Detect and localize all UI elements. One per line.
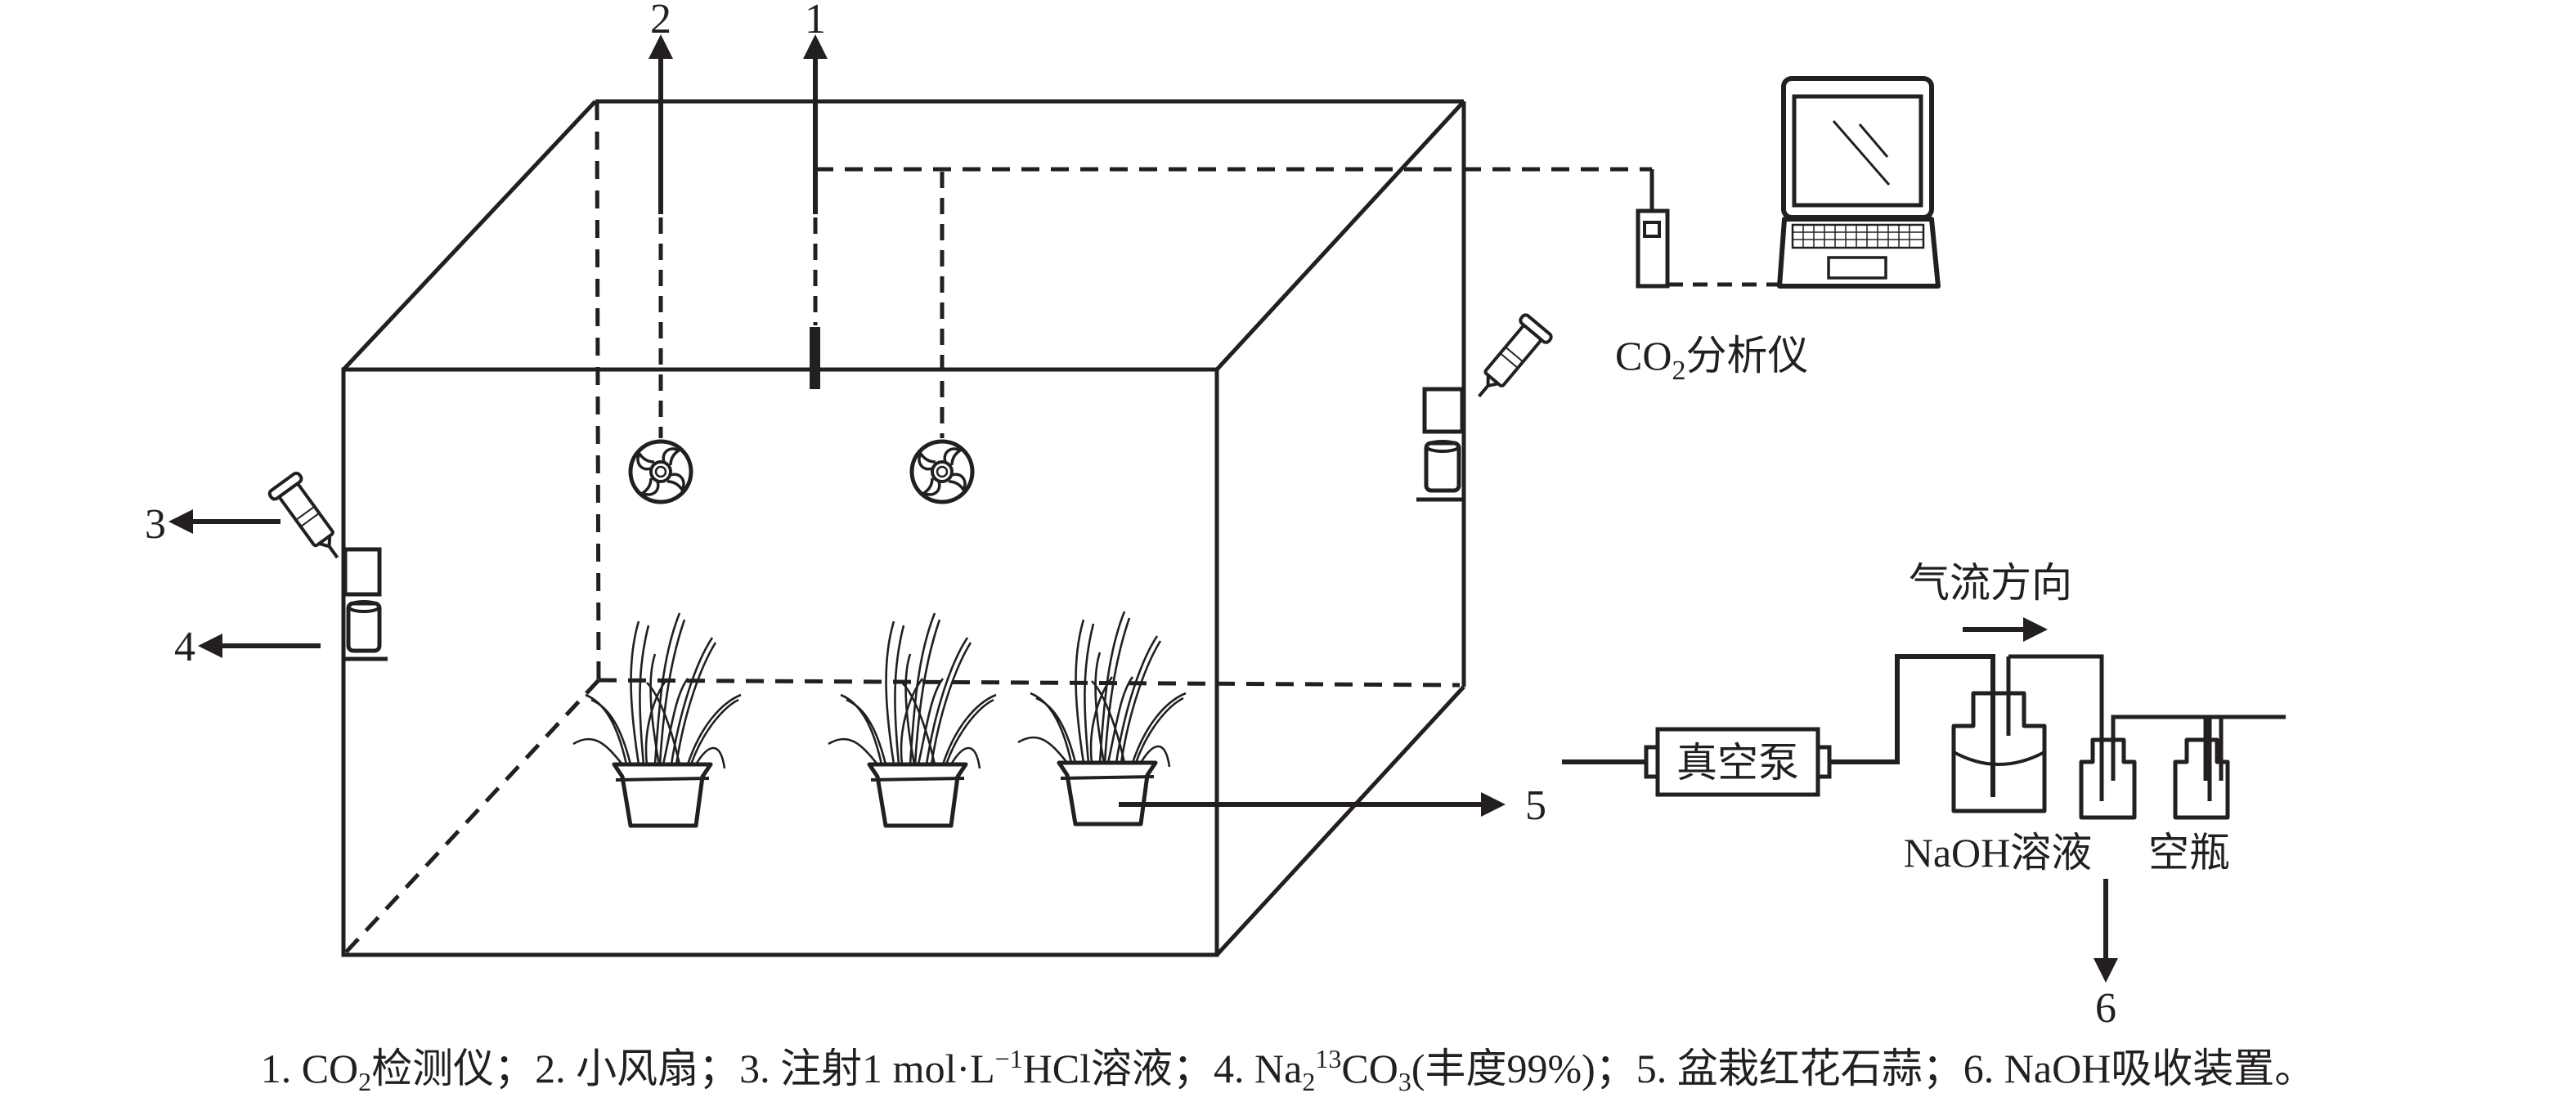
- figure-caption: 1. CO2检测仪；2. 小风扇；3. 注射1 mol·L−1HCl溶液；4. …: [261, 1044, 2316, 1096]
- empty-bottle: [2079, 737, 2137, 820]
- callout-6: 6: [2095, 985, 2116, 1032]
- co2-analyzer: CO2分析仪: [1615, 169, 1808, 386]
- chamber-hidden-edges: [342, 101, 1461, 956]
- callout-5: 5: [1525, 782, 1546, 829]
- syringe-icon: [268, 472, 352, 568]
- airflow-label: 气流方向: [1909, 560, 2072, 606]
- sensor-probe: [810, 327, 820, 389]
- potted-plant: [828, 613, 996, 826]
- growth-chamber: [341, 99, 1466, 957]
- laptop-icon: [1777, 76, 1941, 289]
- potted-plants: 5: [573, 611, 1546, 829]
- empty-bottle: [2173, 737, 2230, 820]
- vacuum-pump: 真空泵: [1644, 727, 1832, 797]
- left-injection-port: 3 4: [145, 472, 388, 670]
- fan-right: [912, 172, 972, 502]
- analyzer-label: CO2分析仪: [1615, 333, 1808, 386]
- potted-plant: [1018, 611, 1186, 824]
- naoh-bottle-label: NaOH溶液: [1904, 830, 2093, 876]
- fan-icon: [912, 441, 972, 502]
- callout-2: 2: [650, 0, 671, 43]
- syringe-icon: [1463, 311, 1555, 410]
- callout-3: 3: [145, 501, 166, 548]
- naoh-bottle: NaOH溶液: [1904, 656, 2093, 876]
- callout-4: 4: [174, 624, 195, 670]
- naoh-absorption-apparatus: 真空泵 NaOH溶液 空瓶 气流方向 6: [1562, 560, 2286, 1032]
- right-injection-port: [1416, 311, 1555, 502]
- callout-1: 1: [805, 0, 826, 43]
- fan-left: 2: [631, 0, 691, 502]
- chamber-visible-edges: [341, 99, 1466, 957]
- empty-bottle-label: 空瓶: [2148, 830, 2230, 876]
- co2-sensor: 1: [803, 0, 828, 389]
- pump-label: 真空泵: [1676, 740, 1799, 786]
- fan-icon: [631, 441, 691, 502]
